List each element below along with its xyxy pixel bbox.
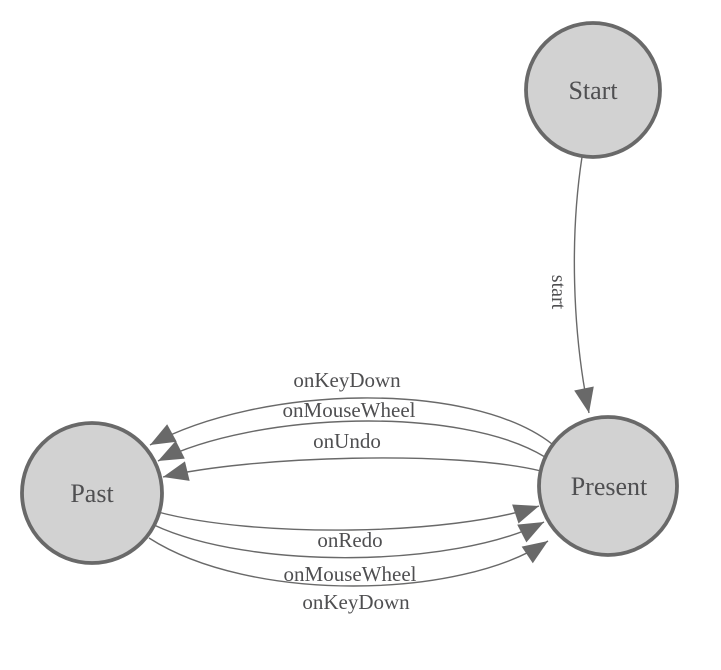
state-node-present: Present — [537, 415, 679, 557]
edge-label-onredo: onRedo — [317, 528, 382, 552]
state-node-past: Past — [20, 421, 164, 565]
state-label-start: Start — [568, 76, 618, 105]
edge-label-start: start — [547, 275, 569, 310]
state-node-start: Start — [524, 21, 662, 159]
edges-layer: start onKeyDown onMouseWheel onUndo onRe… — [148, 156, 594, 614]
state-label-present: Present — [571, 472, 648, 501]
edge-present-to-past-onmousewheel — [157, 420, 546, 462]
edge-past-to-present-onredo — [157, 504, 540, 531]
edge-label-onkeydown-bottom: onKeyDown — [302, 590, 410, 614]
state-circle-start — [524, 21, 662, 159]
edge-start-to-present — [573, 156, 594, 414]
state-circle-past — [20, 421, 164, 565]
edge-present-to-past-onundo — [162, 457, 542, 481]
edge-label-onmousewheel-top: onMouseWheel — [283, 398, 416, 422]
edge-present-to-past-onkeydown — [149, 397, 553, 446]
state-circle-present — [537, 415, 679, 557]
edge-label-onundo: onUndo — [313, 429, 381, 453]
nodes-layer: Start Past Present — [20, 21, 679, 565]
edge-past-to-present-onkeydown — [148, 537, 549, 587]
state-label-past: Past — [70, 479, 114, 508]
edge-past-to-present-onmousewheel — [153, 521, 545, 559]
edge-label-onmousewheel-bottom: onMouseWheel — [284, 562, 417, 586]
edge-label-onkeydown-top: onKeyDown — [293, 368, 401, 392]
